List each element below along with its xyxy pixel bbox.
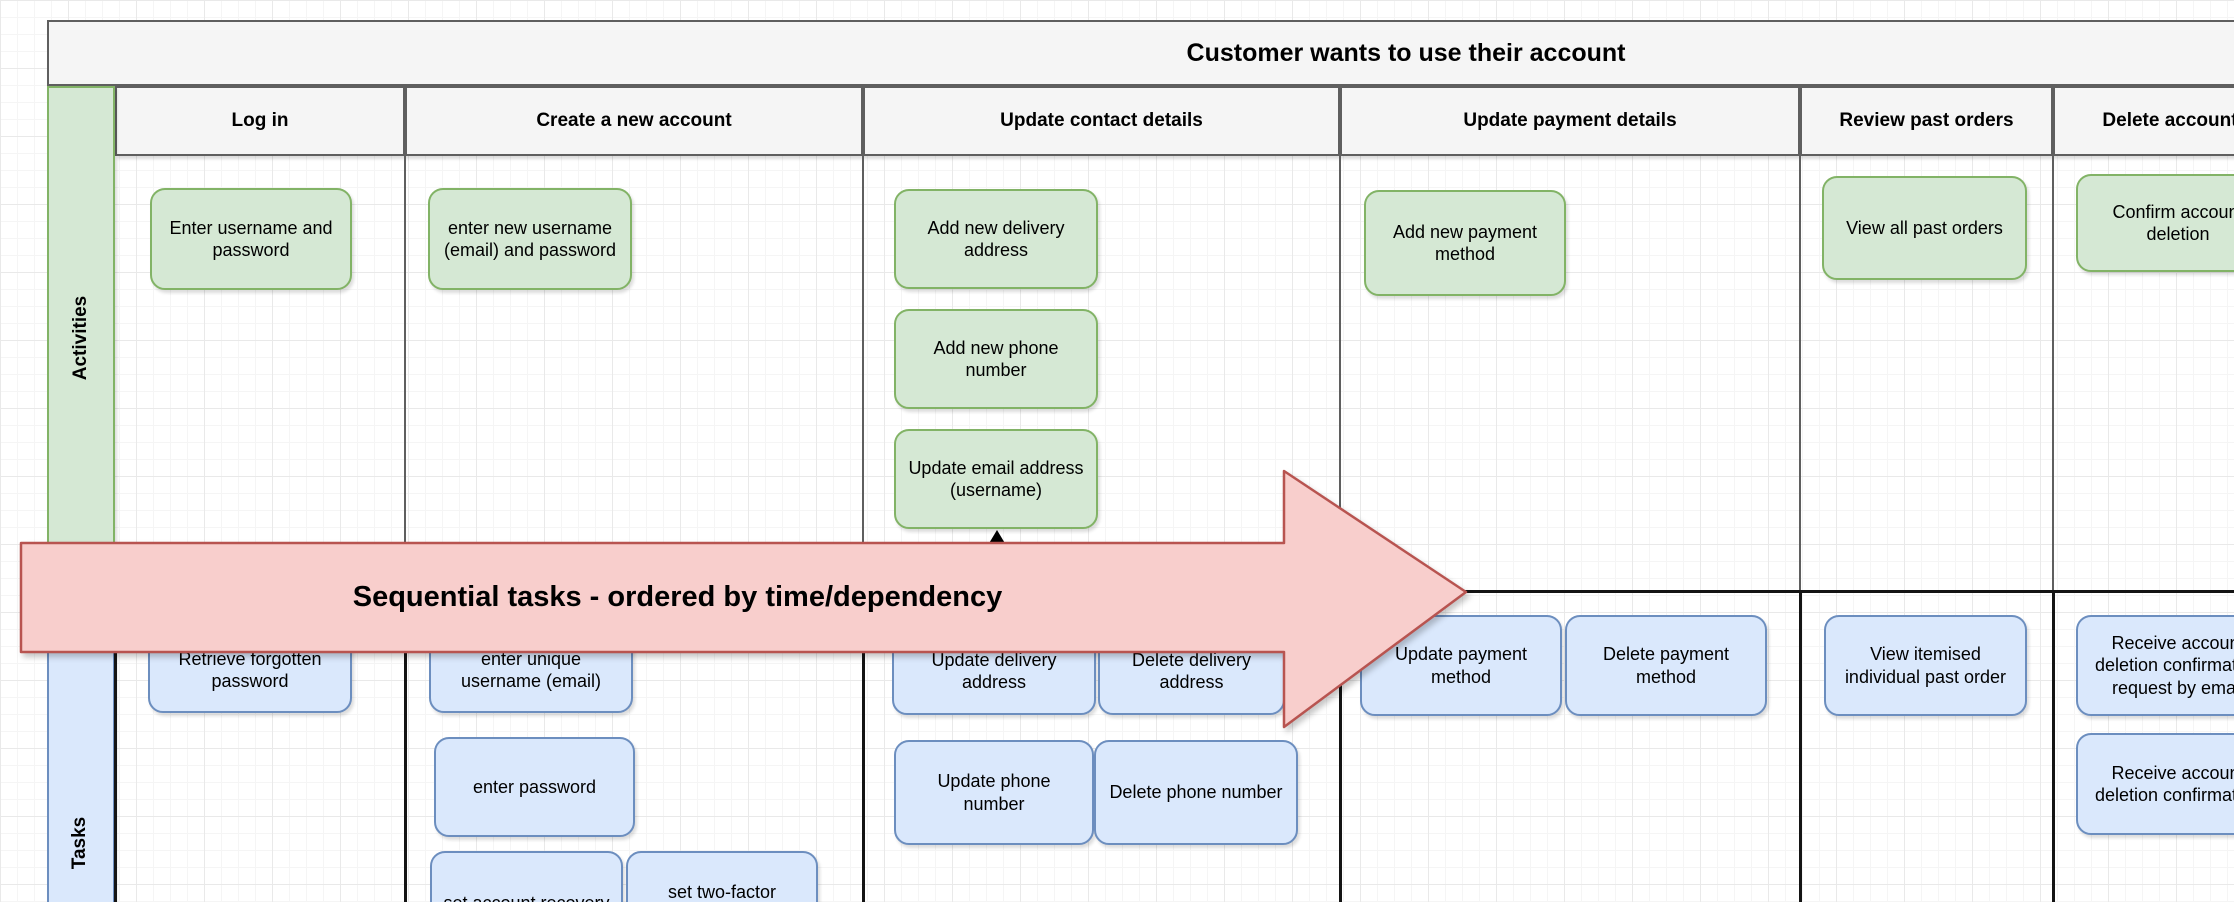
task-card[interactable]: Receive account deletion confirmation re… <box>2076 615 2234 716</box>
activity-card[interactable]: Enter username and password <box>150 188 352 290</box>
column-border-tasks <box>2052 590 2055 902</box>
task-card[interactable]: Receive account deletion confirmation <box>2076 733 2234 835</box>
column-header-2[interactable]: Update contact details <box>863 86 1340 156</box>
column-header-label: Review past orders <box>1839 110 2014 131</box>
task-card[interactable]: Update phone number <box>894 740 1094 845</box>
task-card[interactable]: set two-factor authentication <box>626 851 818 902</box>
lane-activities-band[interactable]: Activities <box>47 86 115 590</box>
column-border-tasks <box>1799 590 1802 902</box>
column-header-label: Update contact details <box>1000 110 1203 131</box>
column-header-1[interactable]: Create a new account <box>405 86 863 156</box>
sequence-arrow-label: Sequential tasks - ordered by time/depen… <box>352 581 1003 613</box>
column-border <box>404 156 406 590</box>
task-card[interactable]: enter password <box>434 737 635 837</box>
activity-card[interactable]: Add new phone number <box>894 309 1098 409</box>
column-header-label: Log in <box>231 110 289 131</box>
task-card[interactable]: Delete payment method <box>1565 615 1767 716</box>
column-header-0[interactable]: Log in <box>115 86 405 156</box>
sequence-arrow-shape <box>19 469 1468 729</box>
map-title-text: Customer wants to use their account <box>1186 38 1626 67</box>
activity-card[interactable]: Confirm account deletion <box>2076 174 2234 272</box>
column-border-tasks <box>404 590 407 902</box>
activity-card[interactable]: View all past orders <box>1822 176 2027 280</box>
column-border-tasks <box>862 590 865 902</box>
column-border <box>1799 156 1801 590</box>
column-header-label: Delete account <box>2102 110 2234 131</box>
column-header-label: Update payment details <box>1463 110 1677 131</box>
task-card[interactable]: Retrieve forgotten password <box>148 627 352 713</box>
task-card[interactable]: set account recovery <box>430 851 623 902</box>
task-card[interactable]: Delete phone number <box>1094 740 1298 845</box>
map-title-bar[interactable]: Customer wants to use their account <box>47 20 2234 86</box>
column-border-tasks <box>114 590 117 902</box>
column-border <box>1339 156 1341 590</box>
column-border-tasks <box>1339 590 1342 902</box>
column-header-label: Create a new account <box>536 110 732 131</box>
activity-card[interactable]: Add new payment method <box>1364 190 1566 296</box>
column-header-4[interactable]: Review past orders <box>1800 86 2053 156</box>
activity-card[interactable]: Update email address (username) <box>894 429 1098 529</box>
column-border <box>2052 156 2054 590</box>
column-header-3[interactable]: Update payment details <box>1340 86 1800 156</box>
activity-card[interactable]: enter new username (email) and password <box>428 188 632 290</box>
column-border <box>862 156 864 590</box>
column-header-5[interactable]: Delete account <box>2053 86 2234 156</box>
activity-card[interactable]: Add new delivery address <box>894 189 1098 289</box>
task-card[interactable]: View itemised individual past order <box>1824 615 2027 716</box>
